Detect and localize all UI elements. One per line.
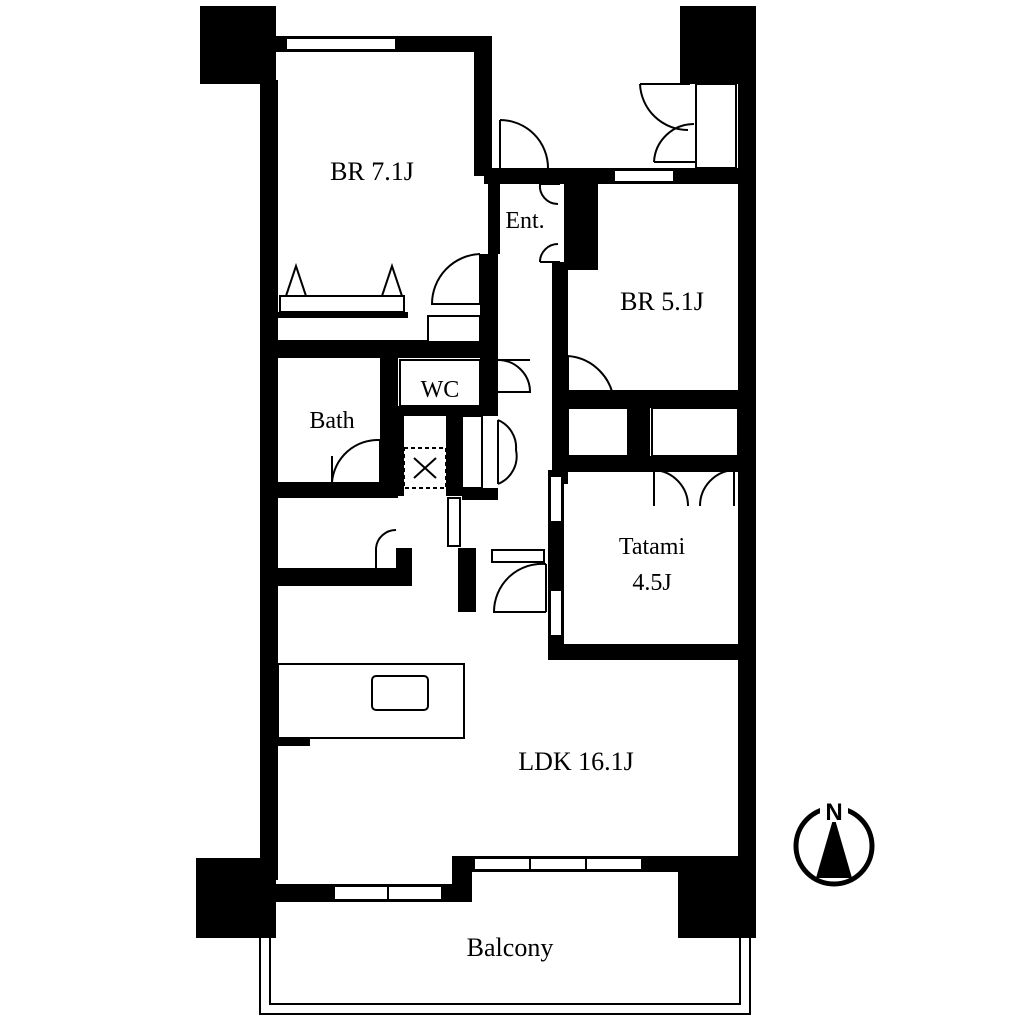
door-ldk [492, 562, 547, 613]
washing-machine [403, 447, 447, 489]
washing-machine-pan [403, 447, 447, 489]
tatami-closet [651, 407, 739, 457]
kitchen-sink [371, 675, 429, 711]
door-storage-top-2 [653, 122, 696, 163]
wall-tatami-bottom [548, 644, 740, 660]
room-labels: BR 7.1J Ent. BR 5.1J WC Bath Tatami 4.5J… [309, 157, 704, 962]
washing-machine-cross [413, 457, 437, 479]
wall-bath-bottom [276, 482, 398, 498]
north-arrow-icon [816, 816, 852, 878]
label-bath: Bath [309, 408, 354, 434]
door-tatami-closet-2 [698, 469, 735, 507]
door-tatami-closet-1 [653, 469, 690, 507]
door-wash [497, 419, 518, 485]
compass-n-backing [820, 796, 848, 822]
entrance-shoe-cabinet [695, 83, 737, 169]
wall-br1-bottom [276, 340, 498, 358]
br2-closet [567, 407, 629, 457]
compass-n-label: N [825, 799, 842, 826]
door-entry-shoe-2 [539, 243, 560, 263]
wall-right [738, 80, 756, 870]
windows [285, 37, 675, 901]
label-br-7-1j: BR 7.1J [330, 157, 414, 186]
wall-br2-bottom [552, 390, 740, 408]
label-ldk: LDK 16.1J [518, 747, 634, 776]
hall-sliding-panel-2 [491, 549, 545, 563]
wall-ldk-stub [458, 548, 476, 612]
wall-entrance-right [564, 180, 598, 270]
wall-hall-right [462, 488, 498, 500]
label-tatami-size: 4.5J [632, 570, 671, 596]
wall-br1-closet-top [276, 312, 408, 318]
window-ldk-3 [585, 857, 643, 871]
tatami-sliding-2 [549, 589, 563, 637]
balcony-railing-inner [269, 938, 741, 1005]
door-bath [331, 438, 381, 483]
wall-br2-left [552, 262, 568, 484]
wall-tatami-closet-left [628, 404, 650, 464]
window-ldk-2 [529, 857, 587, 871]
wall-wash-right [446, 412, 464, 496]
label-balcony: Balcony [467, 933, 554, 962]
hall-sliding-panel-1 [447, 497, 461, 547]
door-entrance [499, 119, 549, 169]
wall-entrance-left [488, 168, 500, 254]
wall-ldk-top-left [276, 568, 412, 586]
br1-closet-lower [427, 315, 481, 343]
wall-ldk-top-mid [396, 548, 412, 586]
wash-basin-cabinet [461, 415, 483, 489]
wc-room [399, 359, 481, 407]
door-br2 [567, 355, 615, 406]
hanger-2 [381, 262, 403, 297]
north-compass: N [793, 796, 875, 887]
fixtures [277, 83, 739, 739]
br1-closet [279, 295, 405, 313]
door-entry-shoe [538, 183, 560, 206]
hanger-1 [285, 262, 307, 297]
window-balcony-1 [333, 885, 389, 901]
window-balcony-2 [387, 885, 443, 901]
window-ldk-1 [473, 857, 531, 871]
label-wc: WC [421, 377, 460, 403]
door-storage-hall [375, 528, 397, 568]
label-tatami: Tatami [619, 534, 686, 560]
door-wc [497, 359, 532, 393]
wall-wc-right [480, 356, 498, 416]
tatami-sliding-1 [549, 475, 563, 523]
door-br1 [430, 253, 481, 305]
hanger-3 [573, 389, 591, 409]
doors [331, 83, 735, 613]
wall-left [260, 80, 278, 880]
wall-right-br1 [474, 36, 492, 176]
label-br-5-1j: BR 5.1J [620, 287, 704, 316]
balcony [259, 938, 751, 1015]
window-br1 [285, 37, 397, 51]
wall-entrance-top [484, 168, 740, 184]
door-storage-top-1 [639, 83, 690, 132]
balcony-railing-outer [259, 938, 751, 1015]
label-entrance: Ent. [505, 208, 544, 234]
column-top-right [680, 6, 756, 84]
wall-wash-left [390, 412, 404, 496]
window-br2 [613, 169, 675, 183]
wall-br1-hall-lower [480, 254, 498, 344]
wall-wc-bottom [398, 406, 498, 416]
